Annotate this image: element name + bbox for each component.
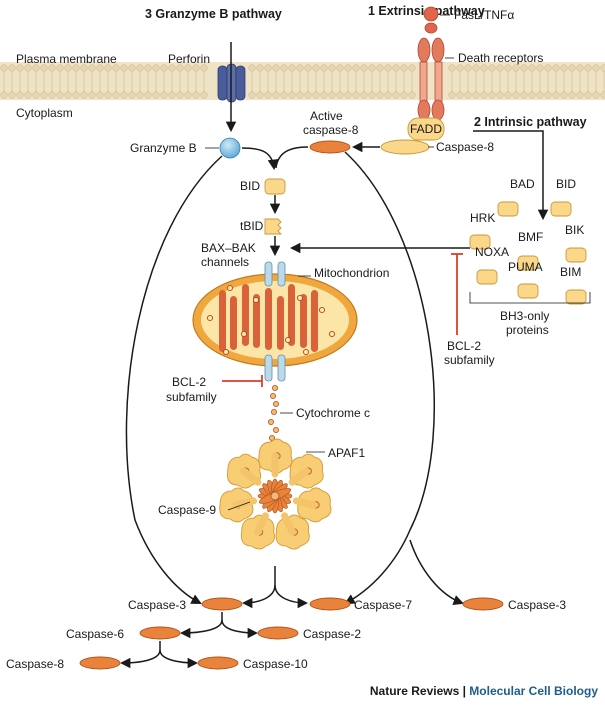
apoptosome (219, 438, 332, 550)
cytochrome-c-label: Cytochrome c (296, 406, 370, 420)
caspase3-left-label: Caspase-3 (128, 598, 186, 612)
caspase10 (197, 656, 239, 670)
bh3-label-puma: PUMA (508, 260, 543, 274)
bcl2-left-line1: BCL-2 (172, 375, 206, 389)
cytochrome-c-dots (267, 384, 279, 441)
caspase9-label: Caspase-9 (158, 503, 216, 517)
bh3-protein-hrk (469, 234, 491, 250)
caspase6 (139, 626, 181, 640)
apoptosome-to-caspase7-arrow (274, 584, 309, 609)
baxbak-channel-bottom (264, 354, 286, 382)
baxbak-channel-top (264, 261, 286, 287)
granzyme-b (219, 137, 241, 159)
caspase8-to-caspase3-right-curve (409, 539, 464, 606)
mitochondrion-label: Mitochondrion (314, 266, 389, 280)
footer-journal: Nature Reviews | Molecular Cell Biology (370, 684, 598, 698)
bh3-label-bid: BID (556, 177, 576, 191)
bh3-label-noxa: NOXA (475, 245, 509, 259)
caspase8-to-bid-arrow (275, 146, 309, 169)
caspase3-left (201, 597, 243, 611)
tbid-protein (264, 218, 283, 235)
caspase6-label: Caspase-6 (66, 627, 124, 641)
baxbak-label-line1: BAX–BAK (201, 241, 256, 255)
caspase3-to-caspase2-arrow (221, 619, 259, 639)
plasma-membrane (0, 62, 605, 100)
active-caspase8-line1: Active (310, 109, 343, 123)
fadd-label: FADD (410, 122, 442, 136)
caspase3-right-label: Caspase-3 (508, 598, 566, 612)
caspase8-label: Caspase-8 (436, 140, 494, 154)
death-receptors-label: Death receptors (458, 51, 543, 65)
granzyme-b-label: Granzyme B (130, 141, 197, 155)
bh3-label-bad: BAD (510, 177, 535, 191)
active-caspase8-line2: caspase-8 (303, 123, 359, 137)
bh3-label-bik: BIK (565, 223, 584, 237)
intrinsic-pathway-title: 2 Intrinsic pathway (474, 115, 587, 129)
caspase6-to-caspase10-arrow (159, 649, 199, 669)
caspase6-to-caspase8-arrow (119, 641, 161, 669)
caspase8-bottom-label: Caspase-8 (6, 657, 64, 671)
bh3-caption-line1: BH3-only (500, 309, 549, 323)
caspase3-to-caspase6-arrow (179, 612, 223, 639)
plasma-membrane-label: Plasma membrane (16, 52, 117, 66)
bid-protein (264, 178, 286, 195)
perforin-label: Perforin (168, 52, 210, 66)
bh3-protein-bim (565, 289, 587, 305)
death-receptor (417, 6, 445, 121)
caspase10-label: Caspase-10 (243, 657, 308, 671)
bcl2-left-line2: subfamily (166, 390, 217, 404)
bcl2-right-line2: subfamily (444, 353, 495, 367)
apaf1-label: APAF1 (328, 446, 365, 460)
granzyme-to-bid-arrow (241, 147, 279, 171)
fasl-label: FasL/TNFα (454, 8, 514, 22)
granzyme-to-caspase3-curve (125, 155, 223, 604)
caspase8-bottom (79, 656, 121, 670)
caspase2-label: Caspase-2 (303, 627, 361, 641)
bh3-protein-noxa (476, 269, 498, 285)
baxbak-label-line2: channels (201, 255, 249, 269)
caspase3-right (462, 597, 504, 611)
fadd-adaptor: FADD (407, 117, 445, 141)
bh3-protein-bad (497, 201, 519, 217)
active-caspase8 (309, 140, 351, 154)
tbid-label: tBID (240, 219, 264, 233)
bh3-bracket (469, 292, 591, 304)
cytoplasm-label: Cytoplasm (16, 106, 73, 120)
bh3-label-bmf: BMF (518, 230, 543, 244)
intrinsic-arrow (473, 130, 549, 221)
mitochondrion (192, 273, 358, 367)
caspase7 (309, 597, 351, 611)
caspase7-label: Caspase-7 (354, 598, 412, 612)
bh3-protein-bmf (517, 255, 539, 271)
apoptosome-to-caspase3-arrow (241, 566, 276, 609)
caspase2 (257, 626, 299, 640)
bh3-protein-puma (517, 283, 539, 299)
caspase9-leader (227, 501, 251, 511)
caspase8-to-caspase7-curve (344, 151, 436, 605)
bh3-protein-bid (550, 201, 572, 217)
bh3-label-hrk: HRK (470, 211, 495, 225)
bh3-caption-line2: proteins (506, 323, 549, 337)
bid-label: BID (240, 179, 260, 193)
bcl2-right-line1: BCL-2 (447, 339, 481, 353)
bh3-protein-bik (565, 247, 587, 263)
procaspase8 (380, 139, 430, 155)
bh3-label-bim: BIM (560, 265, 581, 279)
granzyme-pathway-title: 3 Granzyme B pathway (145, 7, 282, 21)
